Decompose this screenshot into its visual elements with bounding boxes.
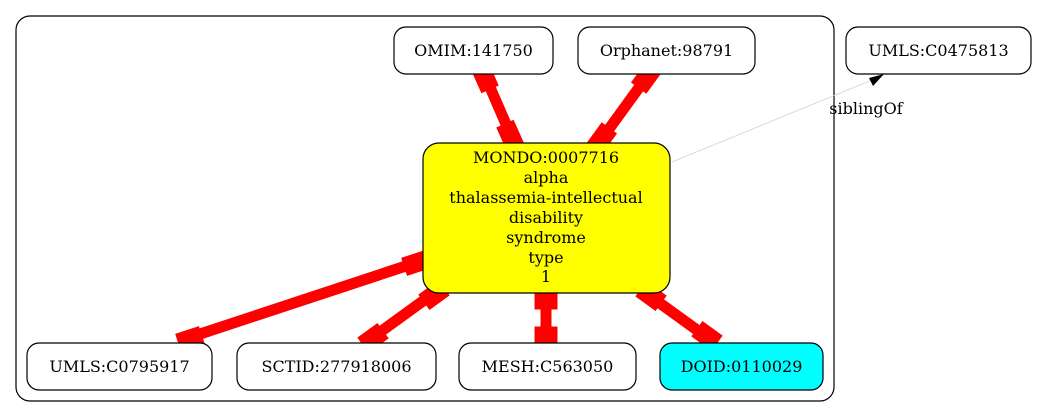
doid-node-box [659,342,824,391]
cluster-box [15,15,835,402]
center-node-box [422,142,671,294]
node-omim[interactable]: OMIM:141750 [393,26,554,75]
edge-mondo-umls-c0795917 [175,250,431,352]
node-umls-c0475813[interactable]: UMLS:C0475813 [845,26,1032,75]
node-doid-label: DOID:0110029 [681,357,803,376]
node-orphanet-label: Orphanet:98791 [600,41,733,60]
node-umls-c0475813-label: UMLS:C0475813 [868,41,1008,60]
node-umls-c0795917-label: UMLS:C0795917 [49,357,189,376]
center-node-line-4: syndrome [506,228,586,247]
node-mesh[interactable]: MESH:C563050 [458,342,637,391]
edge-omim-mondo [471,62,524,151]
node-sctid[interactable]: SCTID:277918006 [236,342,437,391]
node-mesh-label: MESH:C563050 [482,357,614,376]
center-node-line-6: 1 [541,267,551,286]
center-node-id: MONDO:0007716 [473,148,619,167]
sibling-of-label: siblingOf [829,99,903,118]
edge-mondo-mesh [534,290,558,346]
node-mondo-center[interactable]: MONDO:0007716 alpha thalassemia-intellec… [422,142,671,294]
center-node-line-2: thalassemia-intellectual [449,188,642,207]
node-doid[interactable]: DOID:0110029 [659,342,824,391]
arrowhead-icon [869,74,884,86]
edge-orphanet-mondo [586,62,662,154]
node-omim-label: OMIM:141750 [414,41,533,60]
center-node-line-5: type [528,248,563,267]
edge-sibling-of: siblingOf [671,74,904,163]
center-node-line-1: alpha [524,168,569,187]
node-sctid-label: SCTID:277918006 [261,357,411,376]
node-orphanet[interactable]: Orphanet:98791 [577,26,756,75]
center-node-line-3: disability [509,208,583,227]
node-umls-c0795917[interactable]: UMLS:C0795917 [26,342,213,391]
